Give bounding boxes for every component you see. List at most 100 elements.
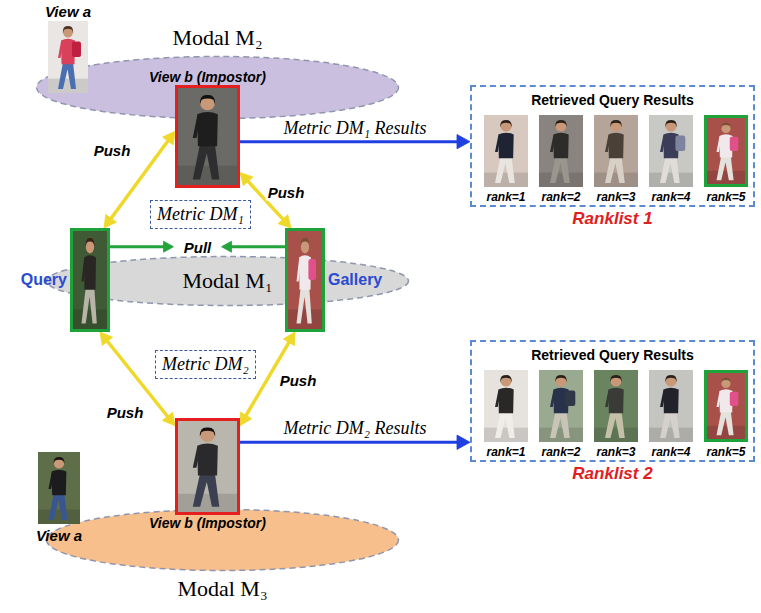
edge-label: Push — [105, 404, 146, 421]
photo-frame — [649, 370, 693, 442]
photo-background — [649, 115, 693, 187]
metric-label: Metric DM₂ — [162, 354, 249, 375]
arrow-head — [457, 135, 470, 149]
view-photo: View a — [30, 452, 88, 544]
person-hair — [63, 26, 73, 33]
query-photo: Query — [70, 228, 110, 332]
photo-ground — [649, 428, 693, 442]
photo-background — [594, 370, 638, 442]
person-photo — [484, 115, 528, 187]
person-photo — [539, 115, 583, 187]
photo-background — [48, 21, 88, 93]
person-hair — [500, 375, 511, 382]
connector-line — [230, 245, 286, 248]
person-legs — [82, 287, 97, 323]
person-bag — [565, 391, 575, 406]
photo-label: rank=3 — [594, 445, 638, 459]
ranked-photo: rank=1 — [484, 370, 528, 459]
person-arm — [82, 259, 86, 281]
photo-frame — [594, 115, 638, 187]
photo-ground — [707, 171, 745, 184]
gallery-photo: Gallery — [285, 228, 325, 332]
photo-label: rank=2 — [539, 190, 583, 204]
ranklist-panel: Retrieved Query ResultsRanklist 2rank=1r… — [470, 340, 755, 462]
arrow-head — [164, 241, 174, 252]
person-torso — [197, 112, 218, 146]
arrow-head — [278, 215, 291, 228]
person-legs — [58, 62, 76, 89]
person-torso — [608, 133, 623, 158]
person-arm — [660, 391, 666, 407]
ranked-photo: rank=3 — [594, 115, 638, 204]
person-legs — [717, 411, 734, 436]
photo-ground — [73, 309, 107, 329]
person-bag — [72, 42, 81, 57]
photo-background — [38, 452, 80, 524]
modal-ellipse: Modal M₂View b (Impostor) — [35, 55, 400, 120]
ranked-photo: rank=4 — [649, 370, 693, 459]
person-torso — [608, 388, 623, 413]
person-arm — [58, 42, 63, 58]
photo-label: rank=5 — [704, 190, 748, 204]
impostor-photo: View b (Impostor) — [175, 418, 240, 515]
panel-title: Retrieved Query Results — [472, 92, 753, 108]
person-hair — [555, 375, 566, 382]
person-torso — [553, 133, 568, 158]
person-legs — [49, 493, 68, 520]
connector-line — [240, 140, 460, 143]
photo-background — [178, 421, 237, 512]
person-arm — [193, 447, 200, 468]
arrow-head — [222, 241, 232, 252]
photo-frame — [484, 115, 528, 187]
person-torso — [498, 133, 513, 158]
person-torso — [84, 255, 96, 290]
person-legs — [605, 411, 625, 438]
ranked-photo: rank=2 — [539, 370, 583, 459]
edge-label: Push — [92, 142, 133, 159]
person-arm — [660, 136, 666, 152]
photo-frame — [38, 452, 80, 524]
person-arm — [717, 137, 722, 152]
arrow-head — [100, 332, 113, 345]
person-photo — [178, 88, 237, 185]
photo-label: rank=4 — [649, 445, 693, 459]
person-photo — [594, 370, 638, 442]
photo-background — [73, 231, 107, 329]
modal-label: Modal M₃ — [177, 576, 267, 602]
photo-frame — [484, 370, 528, 442]
person-photo — [649, 370, 693, 442]
person-legs — [495, 411, 515, 438]
photo-label: rank=2 — [539, 445, 583, 459]
arrow-head — [163, 131, 175, 145]
edge-label: Push — [266, 184, 307, 201]
arrow-head — [240, 412, 252, 426]
photo-background — [707, 373, 745, 439]
photo-label: View b (Impostor) — [149, 69, 266, 85]
photo-frame — [704, 370, 748, 442]
ranked-photo: rank=5 — [704, 115, 748, 204]
person-hair — [54, 457, 65, 464]
person-photo — [178, 421, 237, 512]
metric-box: Metric DM₂ — [155, 350, 256, 379]
photo-background — [649, 370, 693, 442]
edge-label: Pull — [182, 238, 214, 255]
ranked-photo: rank=1 — [484, 115, 528, 204]
impostor-photo: View b (Impostor) — [175, 85, 240, 188]
person-hair — [86, 238, 95, 248]
ranked-photo: rank=4 — [649, 115, 693, 204]
photo-label: rank=3 — [594, 190, 638, 204]
photo-ground — [484, 173, 528, 187]
photo-ground — [707, 426, 745, 439]
photo-ground — [594, 428, 638, 442]
photo-label: rank=5 — [704, 445, 748, 459]
person-legs — [605, 156, 625, 183]
person-hair — [665, 120, 676, 127]
arrow-head — [104, 214, 116, 228]
person-bag — [730, 137, 739, 151]
photo-background — [707, 118, 745, 184]
photo-ground — [594, 173, 638, 187]
photo-ground — [649, 173, 693, 187]
person-photo — [484, 370, 528, 442]
